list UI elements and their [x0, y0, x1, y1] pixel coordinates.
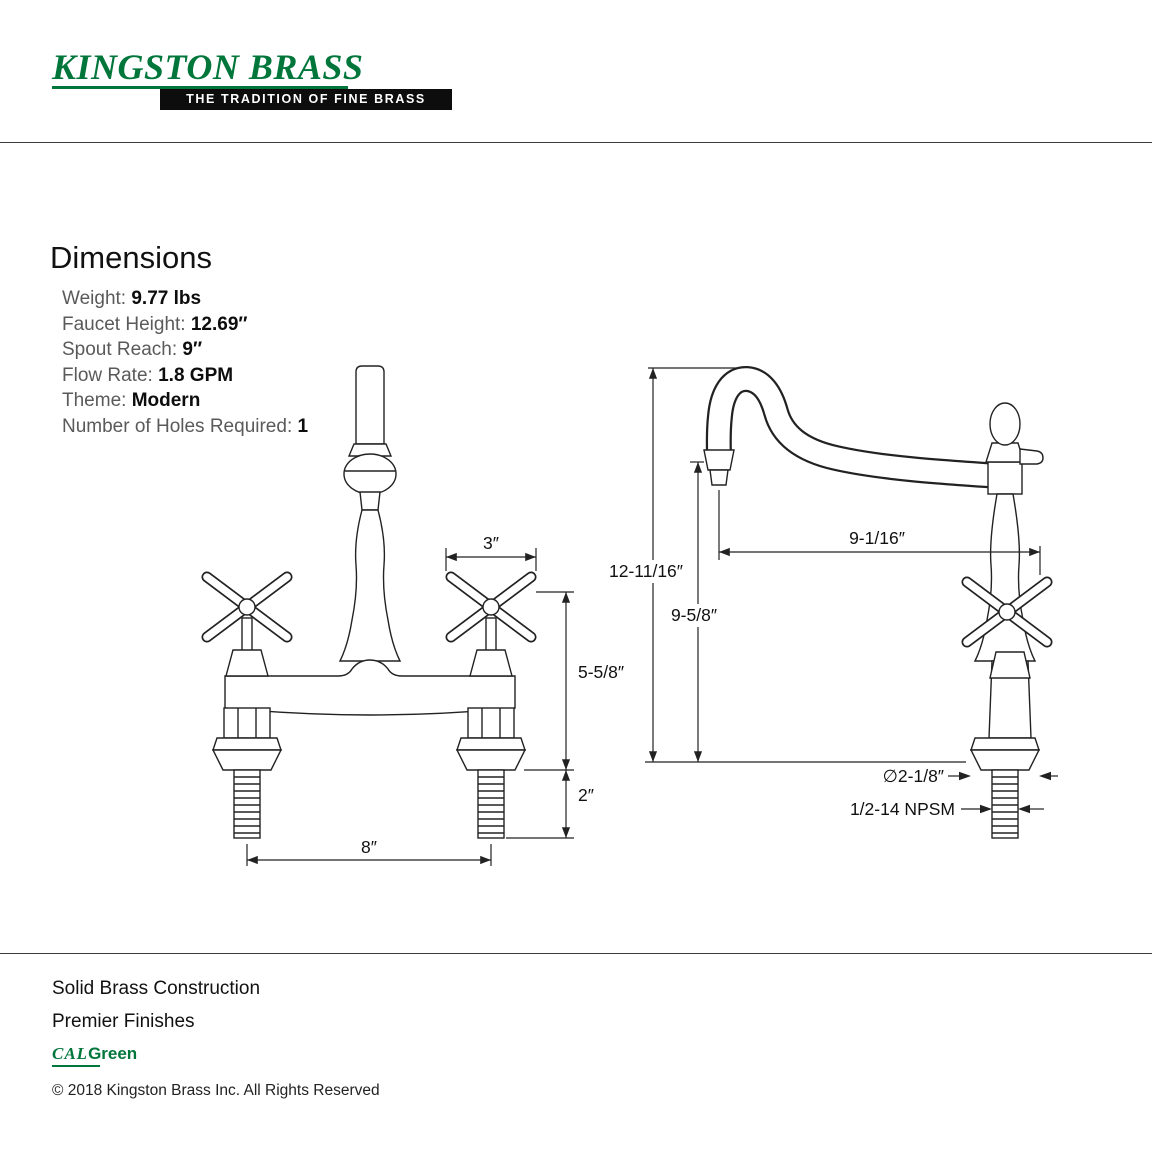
spec-row-flow-rate: Flow Rate: 1.8 GPM: [62, 363, 308, 389]
spec-row-holes: Number of Holes Required: 1: [62, 414, 308, 440]
calgreen-cal: CAL: [52, 1044, 89, 1063]
spec-label: Spout Reach:: [62, 339, 178, 361]
shank-rod: [991, 769, 1019, 839]
spout-junction: [987, 461, 1023, 495]
spec-label: Number of Holes Required:: [62, 415, 293, 437]
finial-nub: [1019, 448, 1044, 465]
thread-hatching: [478, 776, 504, 834]
dim-label-deck-to-handle: 5-5/8″: [578, 662, 624, 682]
dim-label-spout-reach: 9-1/16″: [849, 528, 905, 548]
spec-value: 1: [297, 415, 309, 437]
finial-flare: [985, 442, 1025, 463]
calgreen-underline: [52, 1065, 100, 1067]
spec-row-weight: Weight: 9.77 lbs: [62, 286, 308, 312]
right-shank: [455, 707, 527, 839]
finial-acorn: [989, 402, 1021, 446]
spec-row-spout-reach: Spout Reach: 9″: [62, 337, 308, 363]
turned-column: [338, 509, 402, 662]
bonnet: [989, 651, 1031, 679]
valve-body: [988, 660, 1032, 739]
spec-value: 9.77 lbs: [131, 288, 202, 309]
dim-label-handle-width: 3″: [483, 533, 499, 553]
spec-value: 1.8 GPM: [158, 364, 234, 386]
dim-label-faucet-centers: 8″: [361, 837, 377, 857]
dim-label-shank-length: 2″: [578, 785, 594, 805]
side-view-faucet: [703, 366, 1053, 839]
bridge-bar: [224, 659, 516, 716]
left-cross-handle: [201, 571, 293, 643]
thread-hatching: [992, 776, 1018, 834]
feature-solid-brass: Solid Brass Construction: [52, 978, 261, 999]
riser-ball: [343, 453, 397, 495]
spout-riser: [355, 365, 385, 445]
spec-row-theme: Theme: Modern: [62, 388, 308, 414]
section-title: Dimensions: [50, 240, 212, 275]
spout-outlet-collar: [703, 449, 735, 471]
thread-hatching: [234, 776, 260, 834]
escutcheon-skirt: [969, 749, 1041, 771]
logo-underline: [52, 86, 348, 89]
spec-row-faucet-height: Faucet Height: 12.69″: [62, 312, 308, 338]
left-shank: [211, 707, 283, 839]
turned-column: [973, 493, 1037, 662]
dim-label-shank-thread: 1/2-14 NPSM: [850, 799, 955, 819]
header-divider: [0, 142, 1152, 143]
spec-label: Flow Rate:: [62, 364, 153, 386]
right-cross-handle: [445, 571, 537, 643]
dimension-annotations: [246, 367, 1058, 866]
brand-tagline: THE TRADITION OF FINE BRASS: [160, 89, 452, 110]
riser-collar: [347, 443, 393, 457]
calgreen-green: Green: [88, 1044, 138, 1063]
copyright-text: © 2018 Kingston Brass Inc. All Rights Re…: [52, 1082, 380, 1099]
escutcheon-disc: [970, 737, 1040, 751]
brand-logo: KINGSTON BRASS: [52, 47, 364, 87]
spec-list: Weight: 9.77 lbs Faucet Height: 12.69″ S…: [62, 286, 308, 440]
dim-label-spout-height: 9-5/8″: [671, 605, 717, 625]
spec-value: 9″: [182, 339, 203, 361]
spec-label: Faucet Height:: [62, 313, 186, 335]
spout-tube: [705, 366, 1001, 489]
dim-label-escutcheon-diameter: ∅2-1/8″: [883, 766, 944, 786]
spec-value: Modern: [131, 390, 201, 412]
aerator: [709, 469, 729, 486]
dim-label-overall-height: 12-11/16″: [609, 561, 683, 581]
spec-label: Theme:: [62, 390, 127, 412]
spec-label: Weight:: [62, 288, 127, 309]
feature-premier-finishes: Premier Finishes: [52, 1011, 195, 1032]
spec-value: 12.69″: [190, 313, 248, 335]
calgreen-logo: CALGreen: [52, 1044, 137, 1064]
side-cross-handle: [961, 576, 1053, 648]
footer-divider: [0, 953, 1152, 954]
